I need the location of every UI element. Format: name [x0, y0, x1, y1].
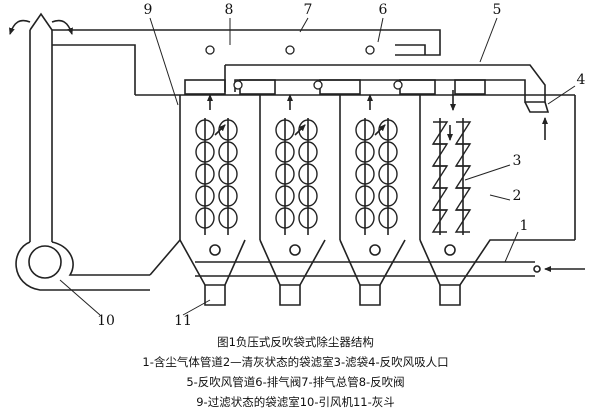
- label-7: 7: [304, 2, 313, 18]
- bag-segment: [378, 163, 398, 185]
- reverse-blow-pipe: [225, 64, 546, 103]
- bag-segment: [355, 141, 375, 163]
- stack-top: [29, 12, 53, 31]
- bag-segment: [218, 163, 238, 185]
- caption-line-3: 9-过滤状态的袋滤室10-引风机11-灰斗: [196, 395, 395, 409]
- label-5: 5: [493, 2, 502, 18]
- bag-segment: [355, 119, 375, 141]
- exhaust-stack: [29, 30, 53, 242]
- bag-segment: [298, 207, 318, 229]
- label-1: 1: [520, 218, 529, 234]
- bag-segment: [355, 163, 375, 185]
- label-4: 4: [577, 72, 586, 88]
- bag-segment: [218, 207, 238, 229]
- induced-fan: [15, 241, 150, 291]
- chamber-housing: [179, 94, 576, 240]
- inlet-duct: [195, 261, 535, 277]
- caption-title: 图1负压式反吹袋式除尘器结构: [217, 335, 374, 349]
- bag-segment: [298, 185, 318, 207]
- label-3: 3: [513, 153, 522, 169]
- bag-segment: [195, 163, 215, 185]
- bag-segment: [378, 185, 398, 207]
- filter-bags: [204, 118, 464, 235]
- bag-segment: [298, 141, 318, 163]
- caption: 图1负压式反吹袋式除尘器结构 1-含尘气体管道2—清灰状态的袋滤室3-滤袋4-反…: [0, 332, 591, 412]
- bag-segment: [218, 185, 238, 207]
- bag-segment: [378, 141, 398, 163]
- label-8: 8: [225, 2, 234, 18]
- bag-segment: [195, 207, 215, 229]
- bag-segment-collapsed: [431, 209, 449, 233]
- label-9: 9: [144, 2, 153, 18]
- label-2: 2: [513, 188, 522, 204]
- bag-segment: [275, 185, 295, 207]
- bag-segment: [378, 207, 398, 229]
- bag-segment: [298, 163, 318, 185]
- exhaust-main-pipe: [52, 29, 441, 95]
- bag-segment: [195, 185, 215, 207]
- bag-segment: [275, 207, 295, 229]
- bag-segment: [195, 119, 215, 141]
- label-11: 11: [174, 313, 192, 329]
- reverse-blow-inlet: [524, 101, 550, 113]
- caption-line-2: 5-反吹风管道6-排气阀7-排气总管8-反吹阀: [186, 375, 405, 389]
- bag-segment: [275, 119, 295, 141]
- bag-segment: [355, 185, 375, 207]
- bag-segment: [275, 141, 295, 163]
- bag-segment-collapsed: [454, 209, 472, 233]
- bag-segment: [218, 141, 238, 163]
- bag-segment: [195, 141, 215, 163]
- caption-line-1: 1-含尘气体管道2—清灰状态的袋滤室3-滤袋4-反吹风吸人口: [142, 355, 449, 369]
- label-10: 10: [97, 313, 115, 329]
- bag-segment: [355, 207, 375, 229]
- bag-segment: [275, 163, 295, 185]
- label-6: 6: [379, 2, 388, 18]
